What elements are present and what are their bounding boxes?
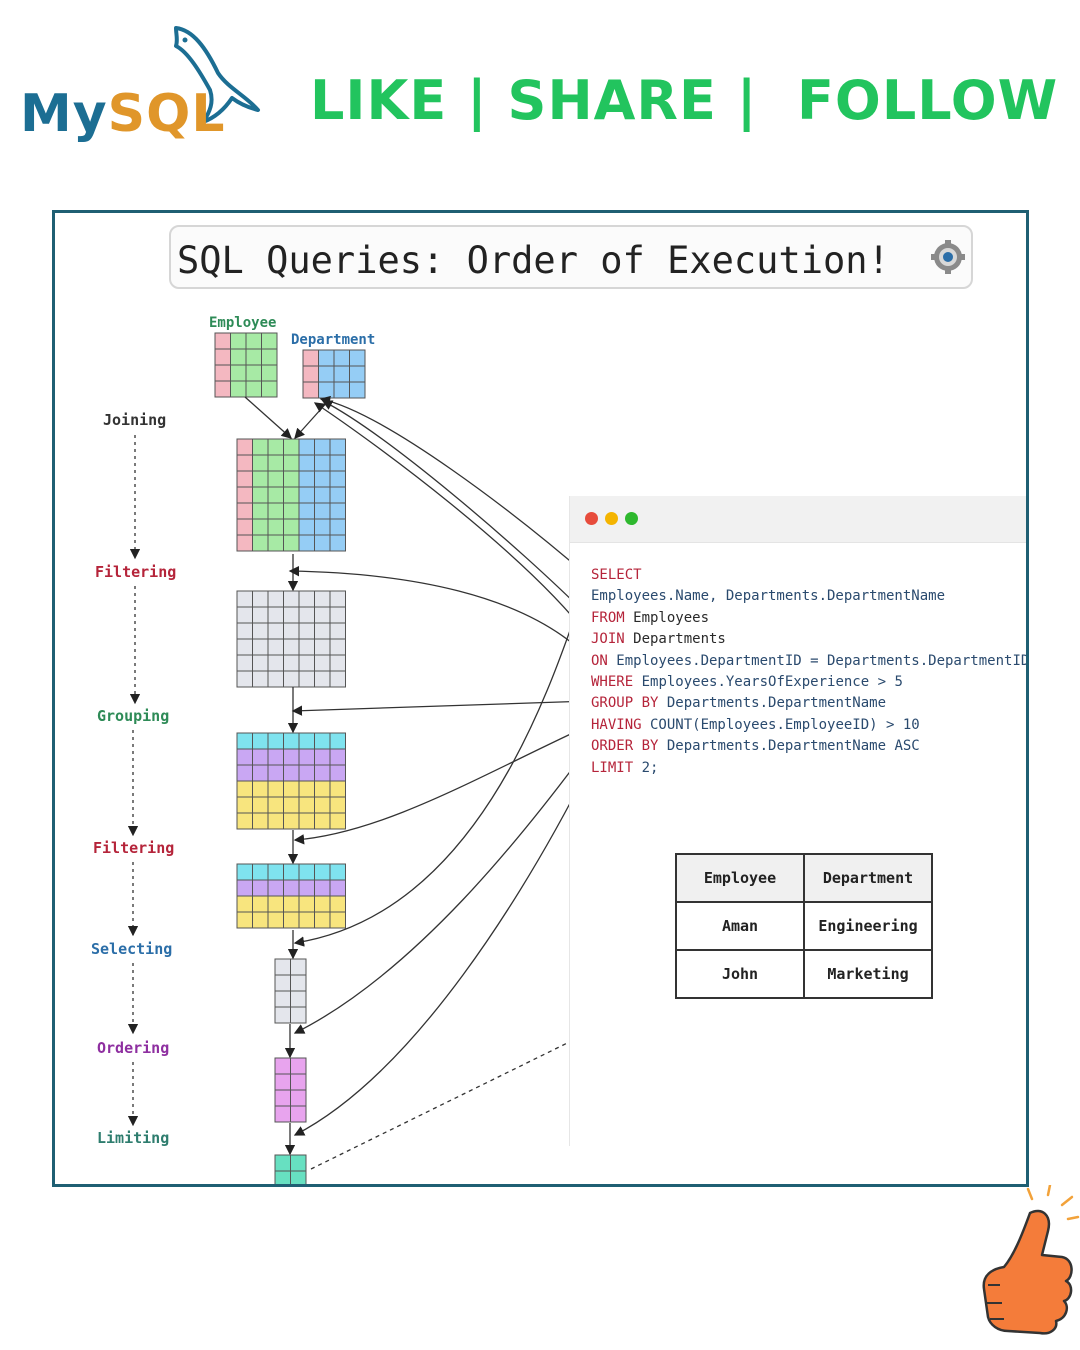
- stage-dotted-arrows: [127, 435, 141, 1127]
- title-box: SQL Queries: Order of Execution!: [169, 225, 973, 289]
- mysql-wordmark: MySQL: [20, 88, 225, 140]
- flow-arrow: [244, 396, 292, 439]
- diagram-title: SQL Queries: Order of Execution!: [177, 239, 890, 282]
- result-cell: Marketing: [803, 949, 933, 999]
- code-window: SELECT Employees.Name, Departments.Depart…: [569, 496, 1029, 1146]
- sql-keyword: WHERE: [591, 674, 634, 691]
- stage-label: Filtering: [93, 839, 175, 857]
- execution-diagram: Employee Department: [127, 315, 667, 1184]
- code-line: FROM Employees: [591, 608, 1026, 629]
- sql-code: SELECT Employees.Name, Departments.Depart…: [591, 565, 1029, 779]
- sql-expression: Departments: [624, 631, 726, 648]
- stage-label: Ordering: [97, 1039, 170, 1057]
- stage-label: Grouping: [97, 707, 170, 725]
- code-line: ON Employees.DepartmentID = Departments.…: [591, 651, 1029, 672]
- sql-keyword: LIMIT: [591, 759, 634, 776]
- code-line: WHERE Employees.YearsOfExperience > 5: [591, 672, 1026, 693]
- flow-arrow: [319, 395, 591, 579]
- sql-keyword: SELECT: [591, 567, 642, 583]
- result-header-row: Employee Department: [675, 853, 933, 903]
- code-window-titlebar: [570, 496, 1026, 543]
- minimize-dot-icon: [605, 512, 618, 525]
- sql-expression: Employees: [624, 609, 710, 626]
- sql-expression: Departments.DepartmentName: [658, 695, 887, 712]
- code-line: ORDER BY Departments.DepartmentName ASC: [591, 736, 1026, 757]
- sql-keyword: JOIN: [591, 631, 625, 648]
- employee-table-label: Employee: [209, 315, 276, 331]
- table-row: John Marketing: [675, 949, 933, 999]
- sql-expression: Employees.YearsOfExperience > 5: [633, 674, 903, 691]
- stage-label: Joining: [103, 411, 167, 429]
- sql-expression: Departments.DepartmentName ASC: [658, 738, 920, 755]
- code-line: HAVING COUNT(Employees.EmployeeID) > 10: [591, 715, 1026, 736]
- result-cell: Engineering: [803, 901, 933, 951]
- sql-keyword: ON: [591, 652, 608, 669]
- flow-arrow: [321, 400, 591, 619]
- sql-keyword: ORDER BY: [591, 738, 659, 755]
- code-line: LIMIT 2;: [591, 758, 1026, 779]
- mysql-dolphin-logo: [174, 26, 260, 124]
- flow-arrow: [288, 565, 591, 660]
- code-line: GROUP BY Departments.DepartmentName: [591, 693, 1026, 714]
- stage-label: Selecting: [91, 940, 173, 958]
- close-dot-icon: [585, 512, 598, 525]
- table-grids: [214, 332, 366, 1184]
- gear-icon: [931, 240, 965, 274]
- filtered-grid: [236, 590, 346, 688]
- sql-expression: Employees.DepartmentID = Departments.Dep…: [607, 652, 1029, 669]
- code-line: JOIN Departments: [591, 629, 1026, 650]
- sql-keyword: FROM: [591, 609, 625, 626]
- maximize-dot-icon: [625, 512, 638, 525]
- result-table: Employee Department Aman Engineering Joh…: [675, 853, 933, 999]
- sql-expression: 2;: [633, 759, 659, 776]
- department-table-label: Department: [291, 332, 375, 348]
- stage-label: Filtering: [95, 563, 177, 581]
- sql-expression: Employees.Name, Departments.DepartmentNa…: [591, 588, 946, 605]
- flow-arrow: [291, 700, 591, 716]
- flow-arrow: [293, 724, 591, 845]
- flow-arrow: [293, 764, 591, 1136]
- result-cell: Aman: [675, 901, 805, 951]
- infographic-frame: SQL Queries: Order of Execution! Employe…: [52, 210, 1029, 1187]
- code-line: SELECT: [591, 565, 1026, 586]
- grouped-grid: [236, 732, 346, 830]
- having-grid: [236, 863, 346, 929]
- result-column-header: Employee: [675, 853, 805, 903]
- stage-label: Limiting: [97, 1129, 170, 1147]
- table-row: Aman Engineering: [675, 901, 933, 951]
- flow-arrow: [313, 402, 591, 639]
- thumbs-up-icon: [982, 1185, 1080, 1335]
- flow-arrow: [294, 398, 331, 439]
- sql-keyword: GROUP BY: [591, 695, 659, 712]
- flow-arrow: [293, 744, 591, 1034]
- logo-sql: SQL: [107, 84, 226, 144]
- logo-my: My: [20, 84, 108, 144]
- department-grid: [302, 349, 366, 399]
- employee-grid: [214, 332, 278, 398]
- result-column-header: Department: [803, 853, 933, 903]
- limited-grid: [274, 1154, 307, 1184]
- result-cell: John: [675, 949, 805, 999]
- like-share-follow-banner: LIKE | SHARE | FOLLOW: [310, 69, 1059, 132]
- code-line: Employees.Name, Departments.DepartmentNa…: [591, 586, 1026, 607]
- selected-grid: [274, 958, 307, 1024]
- ordered-grid: [274, 1057, 307, 1123]
- sql-keyword: HAVING: [591, 716, 642, 733]
- sql-expression: COUNT(Employees.EmployeeID) > 10: [641, 716, 920, 733]
- joined-grid: [236, 438, 346, 552]
